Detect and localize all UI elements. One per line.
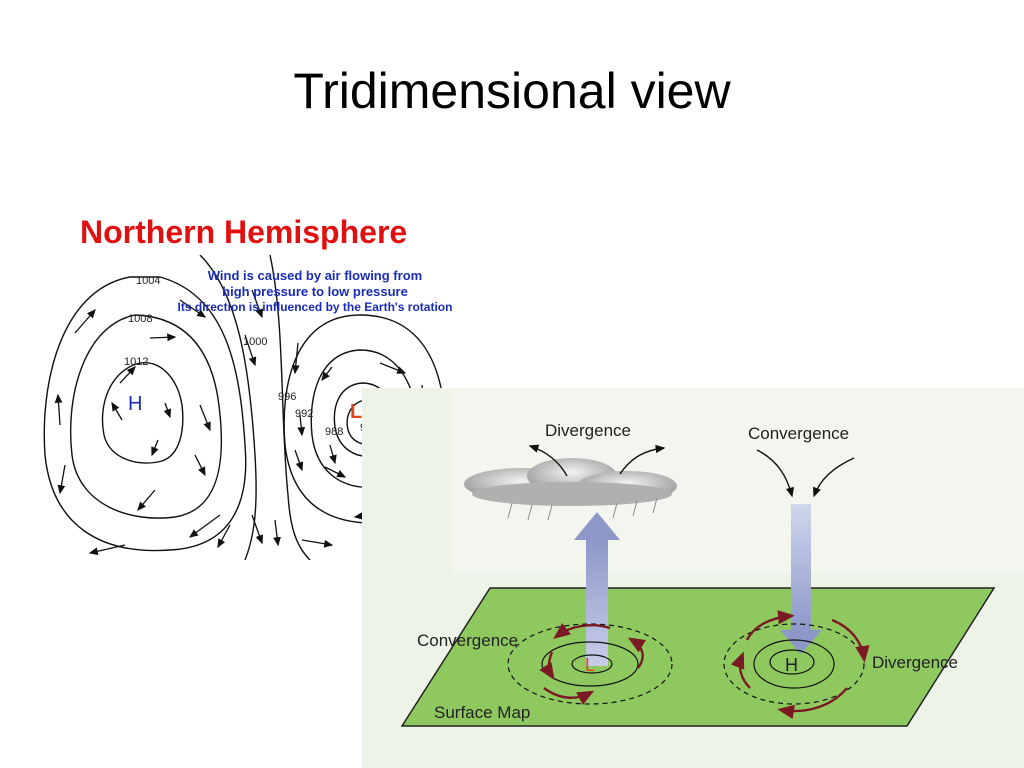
isobar-label: 1008: [128, 313, 152, 325]
convergence-aloft-arrows: [756, 449, 855, 498]
caption-line: Wind is caused by air flowing from: [208, 268, 422, 283]
isobar-label: 1004: [136, 275, 160, 287]
subtitle-northern-hemisphere: Northern Hemisphere: [80, 214, 408, 250]
surface-low-label: L: [585, 655, 595, 675]
low-pressure-label: L: [350, 401, 362, 423]
high-circulation-arrows: [730, 610, 870, 720]
surface-high-label: H: [785, 655, 798, 675]
slide-title: Tridimensional view: [293, 63, 731, 119]
rising-air-arrow: [574, 512, 620, 666]
surface-divergence-label: Divergence: [872, 653, 958, 672]
isobar-label: 1000: [243, 336, 267, 348]
caption-line: high pressure to low pressure: [222, 284, 408, 299]
isobar-label: 1012: [124, 356, 148, 368]
isobars-high: [43, 276, 247, 552]
cloud-icon: [464, 458, 677, 521]
isobar-label: 988: [325, 426, 343, 438]
isobar-map: 1004 1008 1012 1000 996 992 988 984 H L …: [43, 255, 453, 560]
high-pressure-label: H: [128, 393, 142, 415]
isobar-label: 992: [295, 408, 313, 420]
three-dimensional-panel: Divergence Convergence Convergence Diver…: [362, 388, 1024, 768]
low-circulation-arrows: [539, 622, 646, 706]
surface-map-label: Surface Map: [434, 703, 530, 722]
panel-labels: Divergence Convergence Convergence Diver…: [417, 421, 958, 722]
divergence-aloft-label: Divergence: [545, 421, 631, 440]
caption-line: Its direction is influenced by the Earth…: [178, 300, 453, 314]
sinking-air-arrow: [780, 504, 822, 654]
isobar-caption: Wind is caused by air flowing from high …: [178, 268, 453, 314]
surface-convergence-label: Convergence: [417, 631, 518, 650]
isobar-middle: [199, 255, 311, 560]
convergence-aloft-label: Convergence: [748, 424, 849, 443]
divergence-aloft-arrows: [528, 444, 666, 477]
isobar-label: 996: [278, 391, 296, 403]
